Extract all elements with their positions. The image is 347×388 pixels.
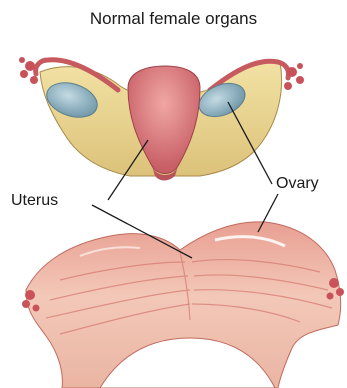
ovary-label: Ovary — [276, 175, 319, 193]
figure-title: Normal female organs — [0, 9, 347, 29]
uterus-label: Uterus — [11, 192, 58, 210]
